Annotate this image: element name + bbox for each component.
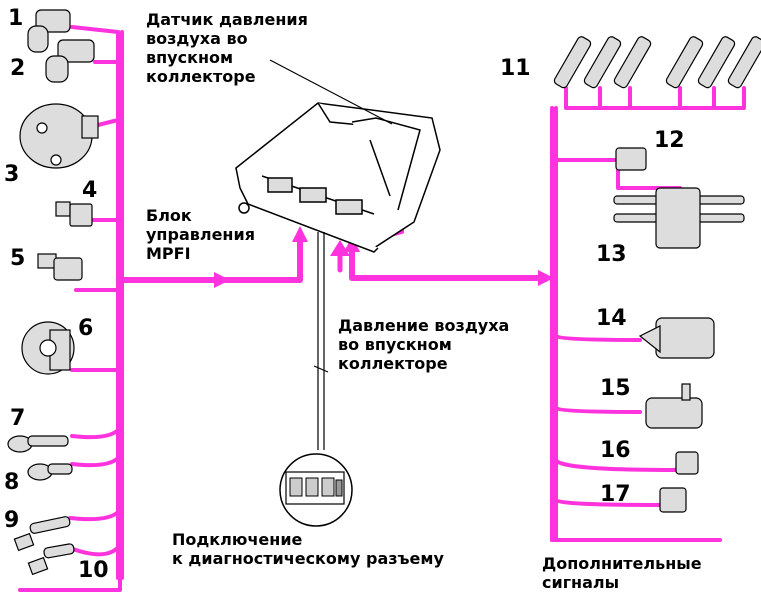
callout-1: 1 bbox=[8, 6, 24, 31]
coolant-temp-sensor-icon bbox=[55, 201, 93, 227]
callout-9: 9 bbox=[4, 508, 20, 533]
diagnostic-cable bbox=[313, 232, 329, 450]
callout-15: 15 bbox=[600, 376, 631, 401]
ecu-unit-icon bbox=[235, 102, 441, 253]
wiring-harness bbox=[18, 25, 746, 592]
callout-10: 10 bbox=[78, 558, 109, 583]
relay-1-icon bbox=[675, 451, 699, 475]
callout-11: 11 bbox=[500, 56, 531, 81]
callout-4: 4 bbox=[82, 178, 98, 203]
ignition-module-icon bbox=[615, 147, 647, 171]
idle-air-control-icon bbox=[638, 317, 715, 359]
air-temp-sensor-icon bbox=[37, 253, 83, 281]
arrowheads bbox=[214, 226, 554, 288]
callout-14: 14 bbox=[596, 306, 627, 331]
callout-7: 7 bbox=[10, 406, 26, 431]
ecu-label: Блок управления MPFI bbox=[146, 206, 255, 263]
callout-5: 5 bbox=[10, 246, 26, 271]
oxygen-sensor-1-icon bbox=[13, 516, 71, 552]
map-sensor-label: Датчик давления воздуха во впускном колл… bbox=[146, 10, 308, 86]
canister-purge-valve-icon bbox=[645, 383, 703, 429]
knock-sensor-2-icon bbox=[27, 463, 73, 481]
ignition-coil-icon bbox=[613, 187, 745, 249]
distributor-icon bbox=[19, 103, 99, 169]
additional-signals-label: Дополнительные сигналы bbox=[542, 554, 702, 592]
callout-3: 3 bbox=[4, 162, 20, 187]
callout-17: 17 bbox=[600, 482, 631, 507]
fuel-injector-icon bbox=[553, 36, 761, 89]
callout-13: 13 bbox=[596, 242, 627, 267]
camshaft-sensor-icon bbox=[45, 39, 95, 83]
callout-6: 6 bbox=[78, 316, 94, 341]
crankshaft-sensor-icon bbox=[27, 9, 71, 53]
callout-16: 16 bbox=[600, 438, 631, 463]
diagnostic-connector-icon bbox=[279, 453, 353, 527]
relay-2-icon bbox=[659, 487, 687, 513]
diagnostic-connection-label: Подключение к диагностическому разъему bbox=[172, 530, 444, 568]
callout-12: 12 bbox=[654, 128, 685, 153]
oxygen-sensor-2-icon bbox=[27, 543, 75, 576]
callout-2: 2 bbox=[10, 56, 26, 81]
callout-8: 8 bbox=[4, 470, 20, 495]
knock-sensor-1-icon bbox=[7, 435, 69, 453]
map-label-leader bbox=[269, 59, 393, 125]
throttle-position-sensor-icon bbox=[21, 321, 75, 375]
manifold-pressure-label: Давление воздуха во впускном коллекторе bbox=[338, 316, 510, 373]
